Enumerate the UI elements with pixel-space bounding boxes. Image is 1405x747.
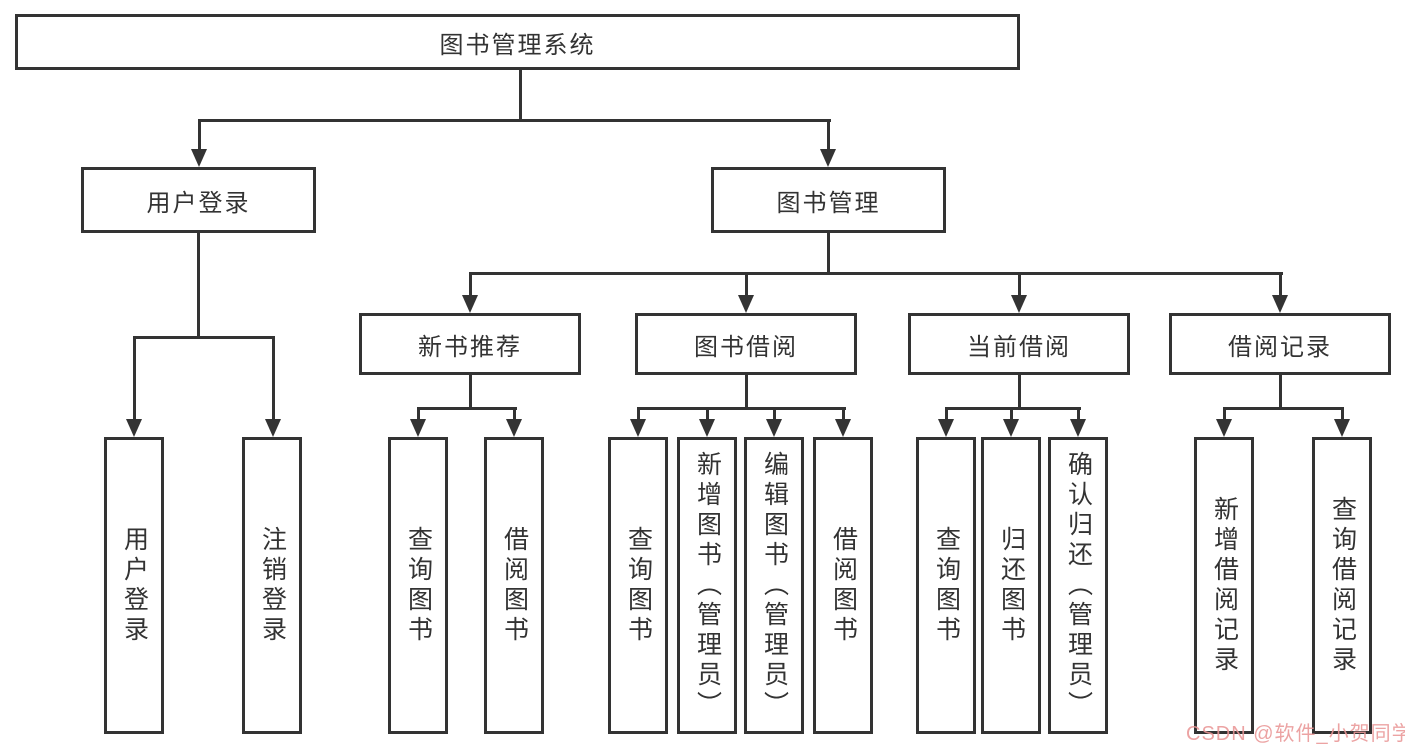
- node-label: 图书借阅: [694, 333, 798, 361]
- node-current-borrow: 当前借阅: [908, 313, 1130, 375]
- leaf-label: 确认归还（管理员）: [1064, 450, 1093, 721]
- arrow-down-icon: [835, 419, 851, 437]
- leaf-query-books-current: 查询图书: [916, 437, 976, 734]
- arrow-down-icon: [1216, 419, 1232, 437]
- connector: [637, 407, 846, 410]
- leaf-label: 查询图书: [624, 525, 653, 646]
- arrow-down-icon: [410, 419, 426, 437]
- connector: [1018, 272, 1021, 298]
- leaf-query-borrow-record: 查询借阅记录: [1312, 437, 1372, 734]
- connector: [745, 375, 748, 410]
- connector: [827, 233, 830, 275]
- arrow-down-icon: [1334, 419, 1350, 437]
- connector: [417, 407, 517, 410]
- connector: [133, 336, 275, 339]
- arrow-down-icon: [462, 295, 478, 313]
- arrow-down-icon: [506, 419, 522, 437]
- connector: [1341, 407, 1344, 424]
- arrow-down-icon: [1011, 295, 1027, 313]
- connector: [519, 70, 522, 122]
- leaf-user-login: 用户登录: [104, 437, 164, 734]
- node-label: 图书管理系统: [439, 31, 596, 59]
- arrow-down-icon: [699, 419, 715, 437]
- leaf-label: 查询图书: [404, 525, 433, 646]
- connector: [469, 272, 472, 298]
- node-label: 用户登录: [146, 189, 251, 217]
- leaf-label: 查询借阅记录: [1328, 495, 1357, 676]
- leaf-label: 新增借阅记录: [1210, 495, 1239, 676]
- node-borrow-records: 借阅记录: [1169, 313, 1391, 375]
- leaf-query-books-borrow: 查询图书: [608, 437, 668, 734]
- leaf-edit-books-admin: 编辑图书（管理员）: [744, 437, 804, 734]
- leaf-label: 借阅图书: [829, 525, 858, 646]
- leaf-label: 查询图书: [932, 525, 961, 646]
- arrow-down-icon: [738, 295, 754, 313]
- arrow-down-icon: [265, 419, 281, 437]
- arrow-down-icon: [191, 149, 207, 167]
- arrow-down-icon: [938, 419, 954, 437]
- connector: [1077, 407, 1080, 424]
- connector: [1223, 407, 1226, 424]
- arrow-down-icon: [820, 149, 836, 167]
- connector: [198, 119, 831, 122]
- node-label: 图书管理: [776, 189, 881, 217]
- connector: [842, 407, 845, 424]
- node-book-borrow: 图书借阅: [635, 313, 857, 375]
- csdn-watermark: CSDN @软件_小贺同学: [1186, 723, 1405, 745]
- connector: [1279, 272, 1282, 298]
- leaf-label: 新增图书（管理员）: [693, 450, 722, 721]
- leaf-return-books: 归还图书: [981, 437, 1041, 734]
- arrow-down-icon: [1070, 419, 1086, 437]
- leaf-borrow-books: 借阅图书: [813, 437, 873, 734]
- connector: [133, 336, 136, 424]
- leaf-add-borrow-record: 新增借阅记录: [1194, 437, 1254, 734]
- node-root-library-management-system: 图书管理系统: [15, 14, 1020, 70]
- node-label: 新书推荐: [418, 333, 522, 361]
- leaf-add-books-admin: 新增图书（管理员）: [677, 437, 737, 734]
- connector: [198, 119, 201, 152]
- connector: [706, 407, 709, 424]
- connector: [469, 272, 1283, 275]
- connector: [1010, 407, 1013, 424]
- leaf-label: 归还图书: [997, 525, 1026, 646]
- connector: [945, 407, 948, 424]
- arrow-down-icon: [1272, 295, 1288, 313]
- leaf-logout: 注销登录: [242, 437, 302, 734]
- leaf-label: 用户登录: [120, 525, 149, 646]
- leaf-confirm-return-admin: 确认归还（管理员）: [1048, 437, 1108, 734]
- leaf-label: 注销登录: [258, 525, 287, 646]
- node-label: 借阅记录: [1228, 333, 1332, 361]
- connector: [1018, 375, 1021, 410]
- connector: [945, 407, 1081, 410]
- connector: [417, 407, 420, 424]
- leaf-label: 借阅图书: [500, 525, 529, 646]
- connector: [1279, 375, 1282, 410]
- node-label: 当前借阅: [967, 333, 1071, 361]
- node-user-login: 用户登录: [81, 167, 316, 233]
- connector: [745, 272, 748, 298]
- connector: [272, 336, 275, 424]
- arrow-down-icon: [630, 419, 646, 437]
- connector: [827, 119, 830, 152]
- arrow-down-icon: [766, 419, 782, 437]
- connector: [1223, 407, 1344, 410]
- leaf-label: 编辑图书（管理员）: [760, 450, 789, 721]
- node-new-book-recommend: 新书推荐: [359, 313, 581, 375]
- connector: [469, 375, 472, 410]
- connector: [197, 233, 200, 339]
- arrow-down-icon: [126, 419, 142, 437]
- connector: [513, 407, 516, 424]
- node-book-management: 图书管理: [711, 167, 946, 233]
- leaf-borrow-books-recommend: 借阅图书: [484, 437, 544, 734]
- leaf-query-books-recommend: 查询图书: [388, 437, 448, 734]
- arrow-down-icon: [1003, 419, 1019, 437]
- connector: [637, 407, 640, 424]
- connector: [773, 407, 776, 424]
